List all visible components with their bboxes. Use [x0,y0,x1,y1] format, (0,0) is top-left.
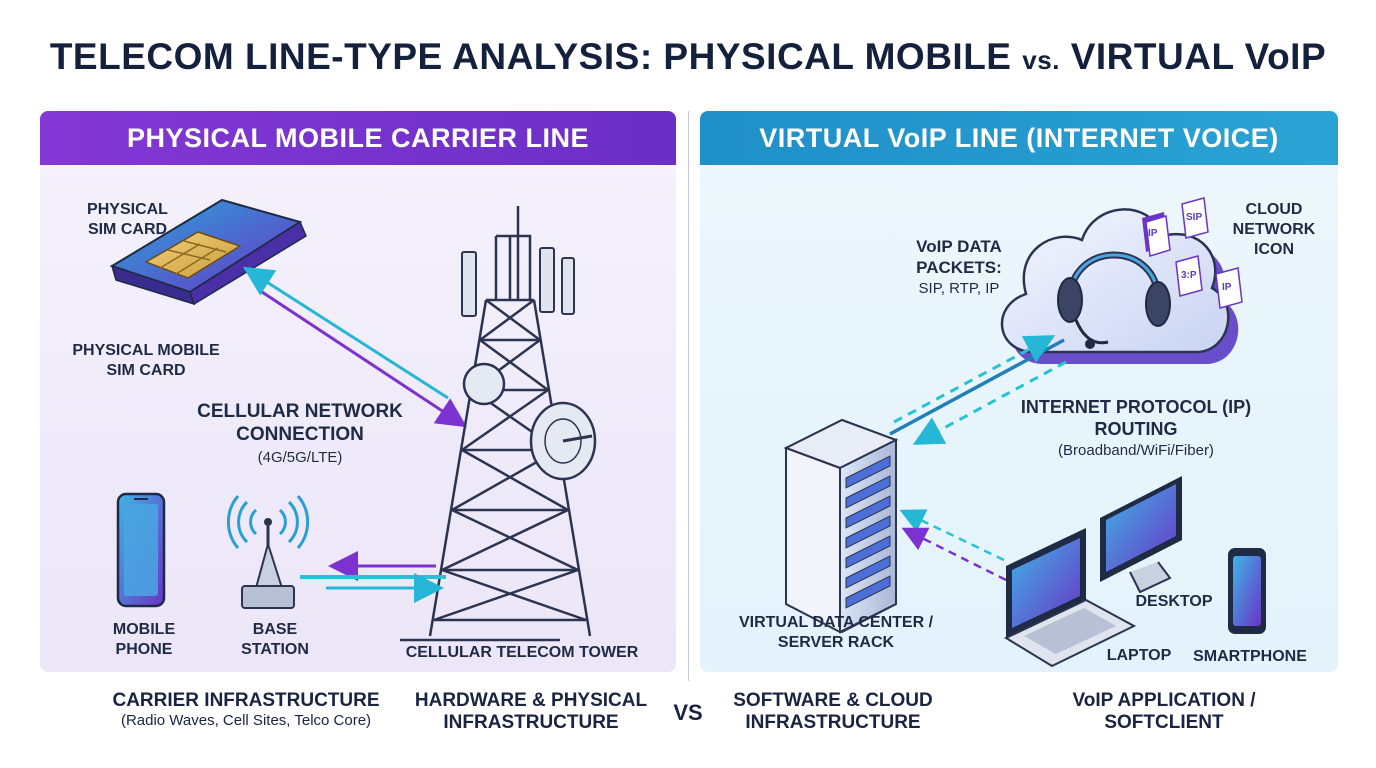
cloud-network-label: CLOUD NETWORK ICON [1232,201,1316,258]
tower-panel-antennas [461,247,575,317]
software-caption: SOFTWARE & CLOUD INFRASTRUCTURE [733,690,933,733]
sim-label-bottom: PHYSICAL MOBILE SIM CARD [72,342,220,379]
server-to-client-arrow [901,527,1007,582]
voip-protocols: SIP, RTP, IP [918,280,1000,297]
hardware-caption: HARDWARE & PHYSICAL INFRASTRUCTURE [414,690,648,733]
base-station-icon [226,495,310,609]
server-to-cloud-arrow [893,335,1056,424]
routing-media: (Broadband/WiFi/Fiber) [1058,442,1214,459]
page-title: TELECOM LINE-TYPE ANALYSIS: PHYSICAL MOB… [0,36,1376,78]
laptop-icon [1003,528,1137,668]
sim-card-icon [109,198,307,306]
voip-app-caption: VoIP APPLICATION / SOFTCLIENT [1072,690,1256,733]
desktop-icon [1100,476,1182,594]
packet-tag-1 [1142,212,1171,257]
packet-tag-1-text: IP [1148,228,1158,239]
server-rack-label: VIRTUAL DATA CENTER / SERVER RACK [738,614,934,651]
cellular-connection-label: CELLULAR NETWORK CONNECTION (4G/5G/LTE) [180,400,420,469]
mobile-phone-icon [116,492,166,608]
ip-routing-label: INTERNET PROTOCOL (IP) ROUTING (Broadban… [990,396,1282,462]
headset-icon [1057,251,1171,349]
physical-panel-header: PHYSICAL MOBILE CARRIER LINE [40,111,676,165]
cellular-standards: (4G/5G/LTE) [257,449,343,466]
panel-divider [688,111,689,681]
cloud-to-server-arrow [912,360,1067,445]
vs-marker: VS [673,700,703,725]
tower-dish-icon [462,362,597,481]
packet-tag-4-text: IP [1222,282,1232,293]
packet-tag-3-text: 3:P [1181,270,1197,281]
packet-tag-4 [1215,267,1243,309]
sim-label-top: PHYSICAL SIM CARD [87,201,168,238]
smartphone-icon [1228,548,1266,634]
packet-tag-2-text: SIP [1186,212,1203,223]
cloud-network-icon [1000,208,1239,364]
mobile-phone-label: MOBILE PHONE [112,621,176,658]
desktop-label: DESKTOP [1135,593,1213,610]
voip-packets-label: VoIP DATA PACKETS: SIP, RTP, IP [884,236,1034,299]
packet-tag-2 [1181,197,1209,239]
title-right: VIRTUAL VoIP [1070,36,1327,77]
packet-tag-3 [1175,255,1203,297]
smartphone-label: SMARTPHONE [1193,648,1307,665]
server-units [845,455,891,609]
laptop-label: LAPTOP [1106,647,1172,664]
cell-tower-label: CELLULAR TELECOM TOWER [405,644,639,661]
title-left: TELECOM LINE-TYPE ANALYSIS: PHYSICAL MOB… [49,36,1012,77]
client-to-server-arrow [899,509,1005,562]
carrier-infrastructure-caption: CARRIER INFRASTRUCTURE (Radio Waves, Cel… [112,690,380,729]
base-station-label: BASE STATION [241,621,309,658]
voip-panel-header: VIRTUAL VoIP LINE (INTERNET VOICE) [700,111,1338,165]
title-vs: vs. [1022,45,1060,75]
sim-uplink-arrow [261,290,468,428]
sim-downlink-arrow [242,266,449,400]
